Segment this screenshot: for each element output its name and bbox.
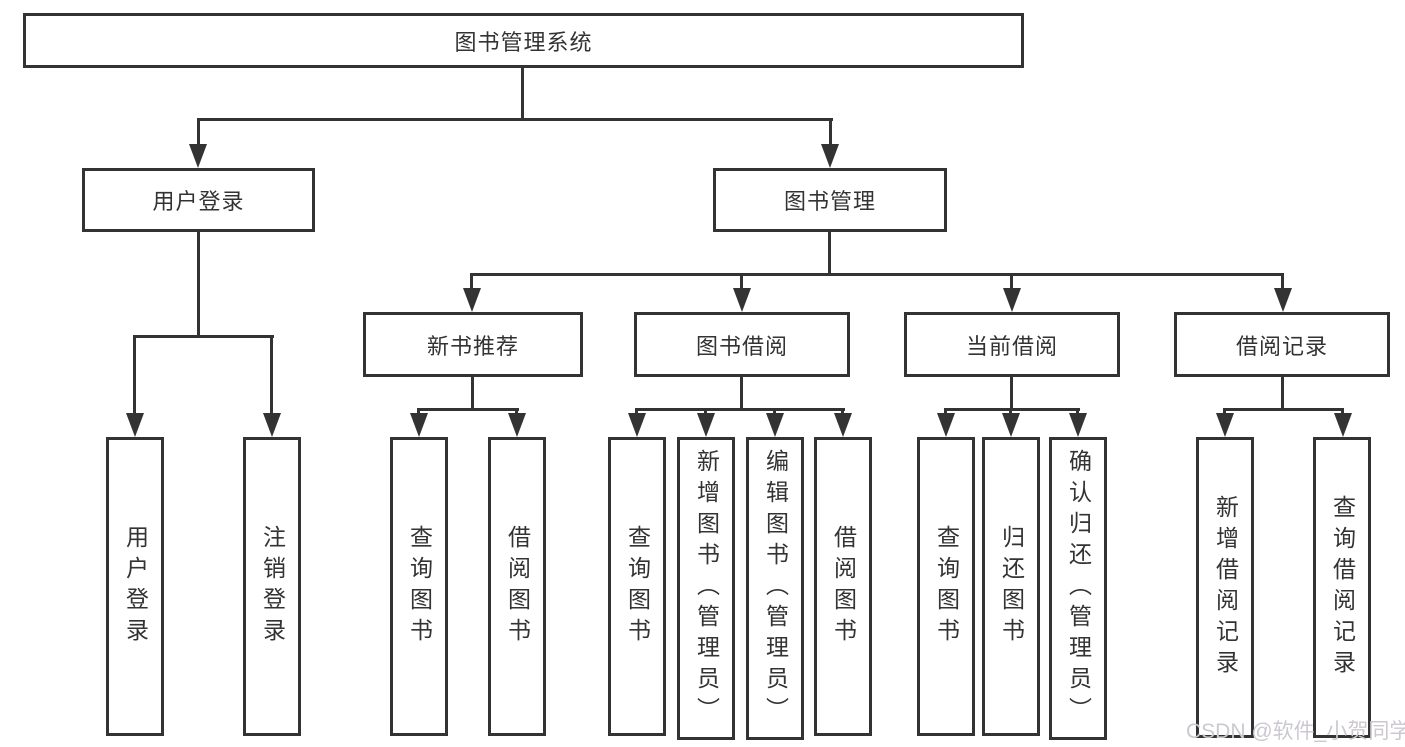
leaf-add-borrow-record-label: 新增借阅记录 bbox=[1212, 494, 1239, 681]
watermark: CSDN @软件_小贺同学 bbox=[1186, 720, 1405, 743]
leaf-borrow-books-label: 借阅图书 bbox=[830, 524, 857, 649]
connector-line bbox=[1223, 408, 1344, 411]
connector-line bbox=[417, 408, 519, 411]
leaf-return-books-label: 归还图书 bbox=[998, 524, 1025, 649]
node-root-label: 图书管理系统 bbox=[454, 29, 593, 55]
node-user-login: 用户登录 bbox=[82, 168, 315, 232]
leaf-add-borrow-record: 新增借阅记录 bbox=[1196, 437, 1254, 738]
arrow-down-icon bbox=[1002, 413, 1020, 437]
leaf-query-books-recommend: 查询图书 bbox=[390, 437, 448, 736]
arrow-down-icon bbox=[834, 413, 852, 437]
connector-line bbox=[470, 273, 1284, 276]
node-borrow-record-label: 借阅记录 bbox=[1235, 333, 1328, 359]
connector-line bbox=[944, 408, 1080, 411]
connector-line bbox=[828, 232, 831, 273]
arrow-down-icon bbox=[1069, 413, 1087, 437]
leaf-user-login-label: 用户登录 bbox=[122, 524, 149, 649]
leaf-confirm-return-admin-label: 确认归还（管理员） bbox=[1065, 449, 1092, 728]
leaf-user-login: 用户登录 bbox=[106, 437, 164, 736]
leaf-query-books-current: 查询图书 bbox=[917, 437, 975, 736]
arrow-down-icon bbox=[463, 288, 481, 312]
connector-line bbox=[1281, 377, 1284, 408]
leaf-add-books-admin: 新增图书（管理员） bbox=[677, 437, 735, 740]
node-user-login-label: 用户登录 bbox=[152, 189, 245, 214]
arrow-down-icon bbox=[189, 144, 207, 168]
arrow-down-icon bbox=[263, 413, 281, 437]
arrow-down-icon bbox=[733, 288, 751, 312]
leaf-logout: 注销登录 bbox=[243, 437, 301, 736]
node-book-management: 图书管理 bbox=[713, 168, 947, 232]
arrow-down-icon bbox=[508, 413, 526, 437]
leaf-query-borrow-record-label: 查询借阅记录 bbox=[1329, 494, 1356, 681]
connector-line bbox=[1010, 273, 1013, 291]
connector-line bbox=[470, 273, 473, 291]
leaf-query-borrow-record: 查询借阅记录 bbox=[1313, 437, 1371, 738]
leaf-add-books-admin-label: 新增图书（管理员） bbox=[693, 449, 720, 728]
node-book-management-label: 图书管理 bbox=[783, 189, 876, 214]
leaf-borrow-books: 借阅图书 bbox=[814, 437, 872, 736]
connector-line bbox=[829, 118, 832, 148]
arrow-down-icon bbox=[766, 413, 784, 437]
node-book-borrow-label: 图书借阅 bbox=[695, 333, 788, 359]
node-new-book-recommend-label: 新书推荐 bbox=[426, 333, 519, 359]
connector-line bbox=[471, 377, 474, 408]
arrow-down-icon bbox=[410, 413, 428, 437]
connector-line bbox=[197, 232, 200, 335]
node-borrow-record: 借阅记录 bbox=[1174, 312, 1390, 377]
arrow-down-icon bbox=[1216, 413, 1234, 437]
arrow-down-icon bbox=[1003, 288, 1021, 312]
node-book-borrow: 图书借阅 bbox=[634, 312, 850, 377]
leaf-query-books-borrow: 查询图书 bbox=[608, 437, 666, 736]
connector-line bbox=[740, 377, 743, 408]
leaf-query-books-recommend-label: 查询图书 bbox=[406, 524, 433, 649]
arrow-down-icon bbox=[1334, 413, 1352, 437]
connector-line bbox=[1281, 273, 1284, 291]
node-current-borrow-label: 当前借阅 bbox=[965, 333, 1058, 359]
arrow-down-icon bbox=[126, 413, 144, 437]
arrow-down-icon bbox=[697, 413, 715, 437]
arrow-down-icon bbox=[937, 413, 955, 437]
node-new-book-recommend: 新书推荐 bbox=[363, 312, 583, 377]
connector-line bbox=[740, 273, 743, 291]
node-current-borrow: 当前借阅 bbox=[904, 312, 1120, 377]
leaf-return-books: 归还图书 bbox=[982, 437, 1040, 736]
leaf-logout-label: 注销登录 bbox=[259, 524, 286, 649]
leaf-borrow-books-recommend-label: 借阅图书 bbox=[504, 524, 531, 649]
connector-line bbox=[197, 118, 833, 121]
leaf-query-books-borrow-label: 查询图书 bbox=[624, 524, 651, 649]
arrow-down-icon bbox=[1274, 288, 1292, 312]
node-root: 图书管理系统 bbox=[23, 13, 1024, 68]
leaf-edit-books-admin: 编辑图书（管理员） bbox=[746, 437, 804, 740]
leaf-edit-books-admin-label: 编辑图书（管理员） bbox=[762, 449, 789, 728]
connector-line bbox=[270, 335, 273, 415]
connector-line bbox=[1010, 377, 1013, 408]
arrow-down-icon bbox=[628, 413, 646, 437]
leaf-query-books-current-label: 查询图书 bbox=[933, 524, 960, 649]
connector-line bbox=[133, 335, 136, 415]
arrow-down-icon bbox=[821, 144, 839, 168]
connector-line bbox=[635, 408, 845, 411]
connector-line bbox=[197, 118, 200, 148]
leaf-confirm-return-admin: 确认归还（管理员） bbox=[1049, 437, 1107, 740]
connector-line bbox=[521, 68, 524, 118]
connector-line bbox=[133, 335, 274, 338]
leaf-borrow-books-recommend: 借阅图书 bbox=[488, 437, 546, 736]
